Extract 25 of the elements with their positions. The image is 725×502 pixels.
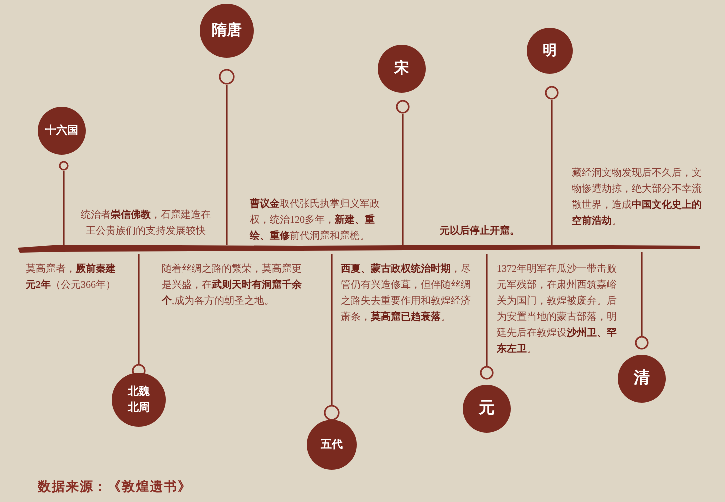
era-description: 藏经洞文物发现后不久后，文物惨遭劫掠，绝大部分不幸流散世界，造成中国文化史上的空前浩劫。 (572, 166, 703, 229)
era-name: 五代 (320, 438, 344, 453)
era-description: 随着丝绸之路的繁荣，莫高窟更是兴盛，在武则天时有洞窟千余个,成为各方的朝圣之地。 (162, 262, 303, 309)
era-name: 元 (478, 399, 496, 419)
era-circle (38, 107, 86, 155)
era-circle (112, 373, 166, 427)
era-circle (200, 4, 254, 58)
era-name: 清 (632, 368, 651, 389)
era-name: 明 (542, 42, 558, 60)
source-note: 数据来源：《敦煌遗书》 (38, 478, 192, 496)
era-circle (307, 420, 357, 470)
era-name: 隋唐 (211, 21, 243, 41)
era-description: 莫高窟者，厥前秦建元2年（公元366年） (25, 262, 117, 293)
era-name: 十六国 (44, 124, 80, 139)
era-description: 统治者崇信佛教，石窟建造在王公贵族们的支持发展较快 (80, 208, 212, 239)
era-name: 宋 (393, 59, 410, 79)
era-description: 元以后停止开窟。 (440, 224, 520, 239)
era-name: 北魏北周 (127, 384, 151, 416)
era-circle (527, 28, 573, 74)
era-circle (463, 385, 511, 433)
era-description: 西夏、蒙古政权统治时期，尽管仍有兴造修葺，但伴随丝绸之路失去重要作用和敦煌经济萧条，莫高窟已趋衰落。 (341, 262, 472, 325)
era-description: 曹议金取代张氏执掌归义军政权，统治120多年，新建、重绘、重修前代洞窟和窟檐。 (250, 198, 381, 244)
era-circle (618, 355, 666, 403)
era-description: 1372年明军在瓜沙一带击败元军残部，在肃州西筑嘉峪关为国门，敦煌被废弃。后为安置当地的蒙古部落，明廷先后在敦煌设沙州卫、罕东左卫。 (497, 262, 618, 357)
era-circle (378, 45, 426, 93)
